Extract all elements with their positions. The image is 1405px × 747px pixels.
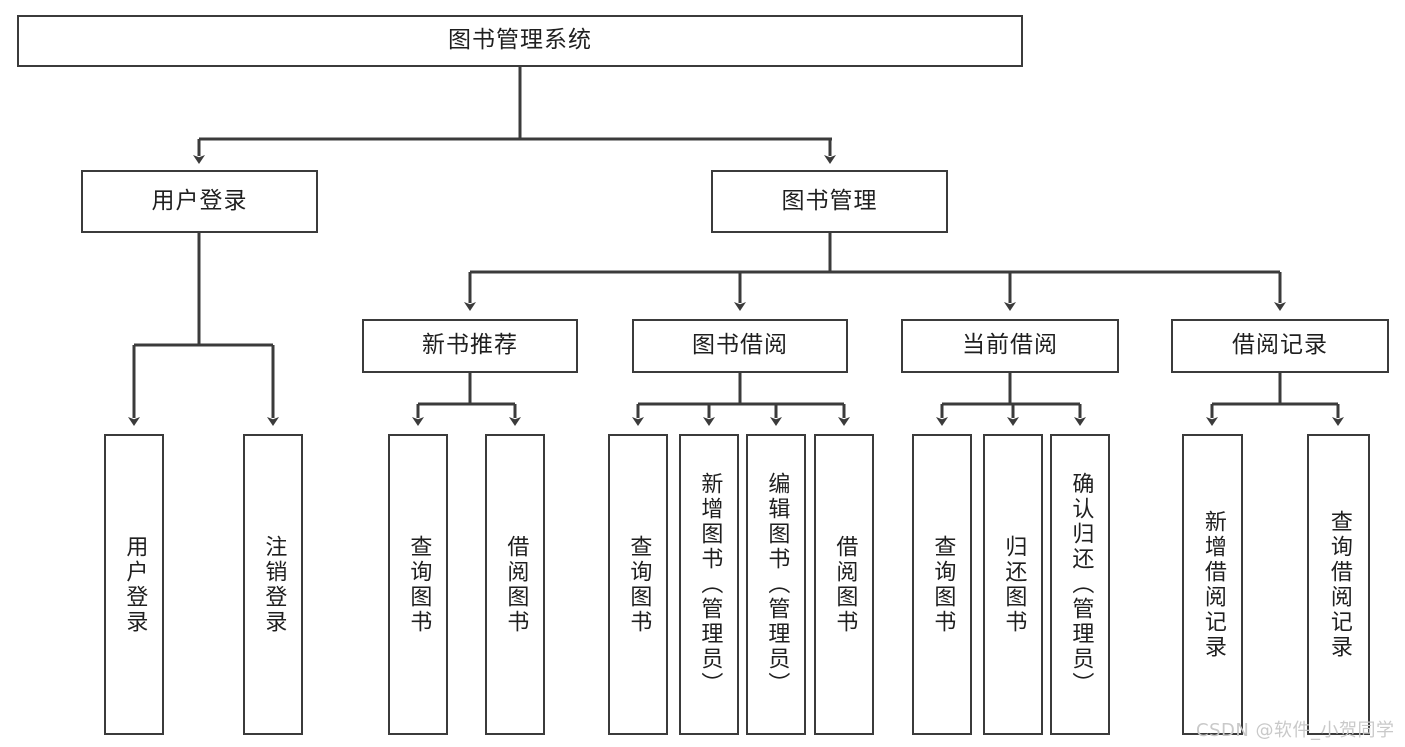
node-leaf-query-book-borrow[interactable]: 查询图书 xyxy=(608,434,668,735)
node-leaf-borrow-book[interactable]: 借阅图书 xyxy=(814,434,874,735)
node-user-login[interactable]: 用户登录 xyxy=(81,170,318,233)
node-book-borrow[interactable]: 图书借阅 xyxy=(632,319,848,373)
node-leaf-add-book[interactable]: 新增图书（管理员） xyxy=(679,434,739,735)
node-leaf-query-record[interactable]: 查询借阅记录 xyxy=(1307,434,1370,735)
node-leaf-borrow-book-rec-label: 借阅图书 xyxy=(503,534,529,635)
node-borrow-record-label: 借阅记录 xyxy=(1232,332,1328,359)
node-leaf-add-book-label: 新增图书（管理员） xyxy=(697,472,723,697)
node-book-borrow-label: 图书借阅 xyxy=(692,332,788,359)
node-book-manage[interactable]: 图书管理 xyxy=(711,170,948,233)
node-leaf-user-login-label: 用户登录 xyxy=(122,534,148,635)
node-leaf-return-book-label: 归还图书 xyxy=(1001,534,1027,635)
watermark: CSDN @软件_小贺同学 xyxy=(1196,720,1395,741)
node-leaf-confirm-return[interactable]: 确认归还（管理员） xyxy=(1050,434,1110,735)
node-leaf-borrow-book-label: 借阅图书 xyxy=(832,534,858,635)
node-book-manage-label: 图书管理 xyxy=(781,187,878,214)
node-leaf-add-record-label: 新增借阅记录 xyxy=(1200,509,1226,660)
node-root-label: 图书管理系统 xyxy=(448,27,592,54)
node-current-borrow[interactable]: 当前借阅 xyxy=(901,319,1119,373)
node-leaf-add-record[interactable]: 新增借阅记录 xyxy=(1182,434,1243,735)
node-leaf-logout[interactable]: 注销登录 xyxy=(243,434,303,735)
node-new-book-rec-label: 新书推荐 xyxy=(422,332,518,359)
node-leaf-edit-book-label: 编辑图书（管理员） xyxy=(764,472,790,697)
node-leaf-query-book-rec-label: 查询图书 xyxy=(406,534,432,635)
node-borrow-record[interactable]: 借阅记录 xyxy=(1171,319,1389,373)
node-leaf-user-login[interactable]: 用户登录 xyxy=(104,434,164,735)
node-leaf-logout-label: 注销登录 xyxy=(261,534,287,635)
node-current-borrow-label: 当前借阅 xyxy=(962,332,1058,359)
node-leaf-confirm-return-label: 确认归还（管理员） xyxy=(1068,472,1094,697)
node-user-login-label: 用户登录 xyxy=(151,187,248,214)
node-leaf-query-book-borrow-label: 查询图书 xyxy=(626,534,652,635)
node-root[interactable]: 图书管理系统 xyxy=(17,15,1023,67)
node-leaf-edit-book[interactable]: 编辑图书（管理员） xyxy=(746,434,806,735)
node-leaf-query-book-cur[interactable]: 查询图书 xyxy=(912,434,972,735)
node-leaf-query-book-cur-label: 查询图书 xyxy=(930,534,956,635)
node-new-book-rec[interactable]: 新书推荐 xyxy=(362,319,578,373)
node-leaf-return-book[interactable]: 归还图书 xyxy=(983,434,1043,735)
node-leaf-query-book-rec[interactable]: 查询图书 xyxy=(388,434,448,735)
node-leaf-query-record-label: 查询借阅记录 xyxy=(1326,509,1352,660)
node-leaf-borrow-book-rec[interactable]: 借阅图书 xyxy=(485,434,545,735)
